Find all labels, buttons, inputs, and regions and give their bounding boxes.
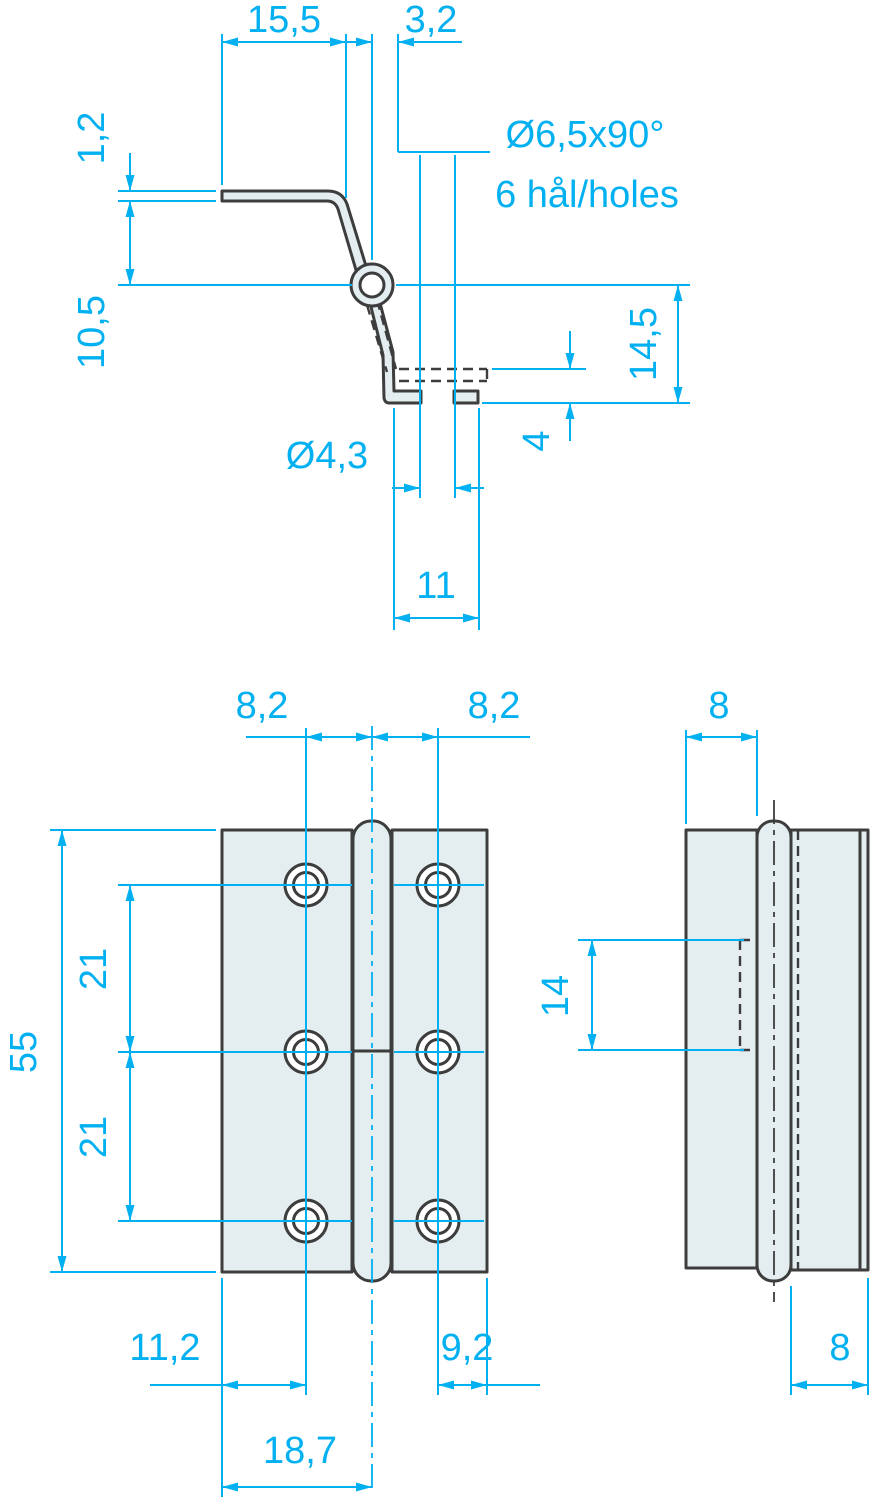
dim-knuckle-length: 14	[535, 939, 744, 1051]
hidden-leaf-outline	[365, 299, 489, 383]
front-part-geometry	[220, 819, 489, 1283]
front-dimensions: 8,2 8,2 55 21 21	[3, 685, 540, 1497]
dim-label: 4	[516, 430, 558, 451]
top-flange-section	[220, 189, 368, 272]
side-part-geometry	[684, 800, 870, 1302]
dim-hole-pitch-top: 21	[73, 885, 135, 1052]
dim-leaf-width-top: 8	[685, 685, 758, 824]
dim-flange-step: 4	[492, 331, 586, 452]
dim-material-thickness: 1,2	[71, 112, 216, 202]
dim-pin-offset: 3,2	[338, 0, 462, 260]
dim-top-flange-width: 15,5	[221, 0, 347, 198]
dim-hole-offset-left: 8,2	[236, 685, 372, 742]
dim-label: 8,2	[236, 685, 289, 727]
dim-edge-to-hole-left: 11,2	[129, 1278, 306, 1497]
dim-label: 55	[3, 1031, 45, 1073]
dim-label: 21	[73, 948, 115, 990]
dim-hole-dia: Ø4,3	[286, 435, 484, 493]
countersink-spec-label: Ø6,5x90°	[506, 114, 665, 156]
dim-label: 8	[829, 1327, 850, 1369]
profile-view: 15,5 3,2 1,2 10,5	[71, 0, 690, 630]
bottom-flange-section	[369, 301, 480, 405]
dim-label: 14,5	[623, 307, 665, 381]
dim-upper-drop: 10,5	[71, 201, 352, 369]
dim-label: 21	[73, 1116, 115, 1158]
dim-label: 14	[535, 975, 577, 1017]
dim-label: 8,2	[468, 685, 521, 727]
dim-overall-height: 55	[3, 829, 216, 1273]
dim-lower-drop: 14,5	[396, 284, 690, 404]
dim-label: 11	[416, 565, 455, 607]
dim-leaf-width-bottom: 8	[790, 1278, 869, 1395]
front-view: 8,2 8,2 55 21 21	[3, 685, 540, 1497]
dim-label: 8	[708, 685, 729, 727]
holes-count-label: 6 hål/holes	[495, 174, 679, 216]
dim-hole-offset-right: 8,2	[372, 685, 530, 742]
dim-label: 10,5	[71, 295, 113, 369]
side-right-leaf	[789, 828, 870, 1272]
dim-bottom-flange-width: 11	[393, 408, 480, 630]
side-dimensions: 8 14 8	[535, 685, 869, 1395]
dim-hole-pitch-bottom: 21	[73, 1052, 135, 1221]
dim-label: 11,2	[129, 1327, 200, 1369]
dim-label: Ø4,3	[286, 435, 368, 477]
label-countersink: Ø6,5x90° 6 hål/holes	[398, 114, 679, 498]
dim-label: 18,7	[263, 1430, 337, 1472]
section-hole-gap	[421, 389, 454, 405]
pin-hole	[358, 271, 386, 299]
dim-label: 1,2	[71, 112, 113, 165]
side-view: 8 14 8	[535, 685, 870, 1395]
dim-label: 15,5	[247, 0, 321, 41]
dim-label: 3,2	[405, 0, 458, 41]
dim-edge-to-center: 18,7	[222, 1430, 372, 1492]
profile-part-geometry	[220, 189, 489, 405]
dim-label: 9,2	[441, 1327, 494, 1369]
dim-hole-to-edge-right: 9,2	[438, 1278, 540, 1395]
profile-dimensions: 15,5 3,2 1,2 10,5	[71, 0, 690, 630]
